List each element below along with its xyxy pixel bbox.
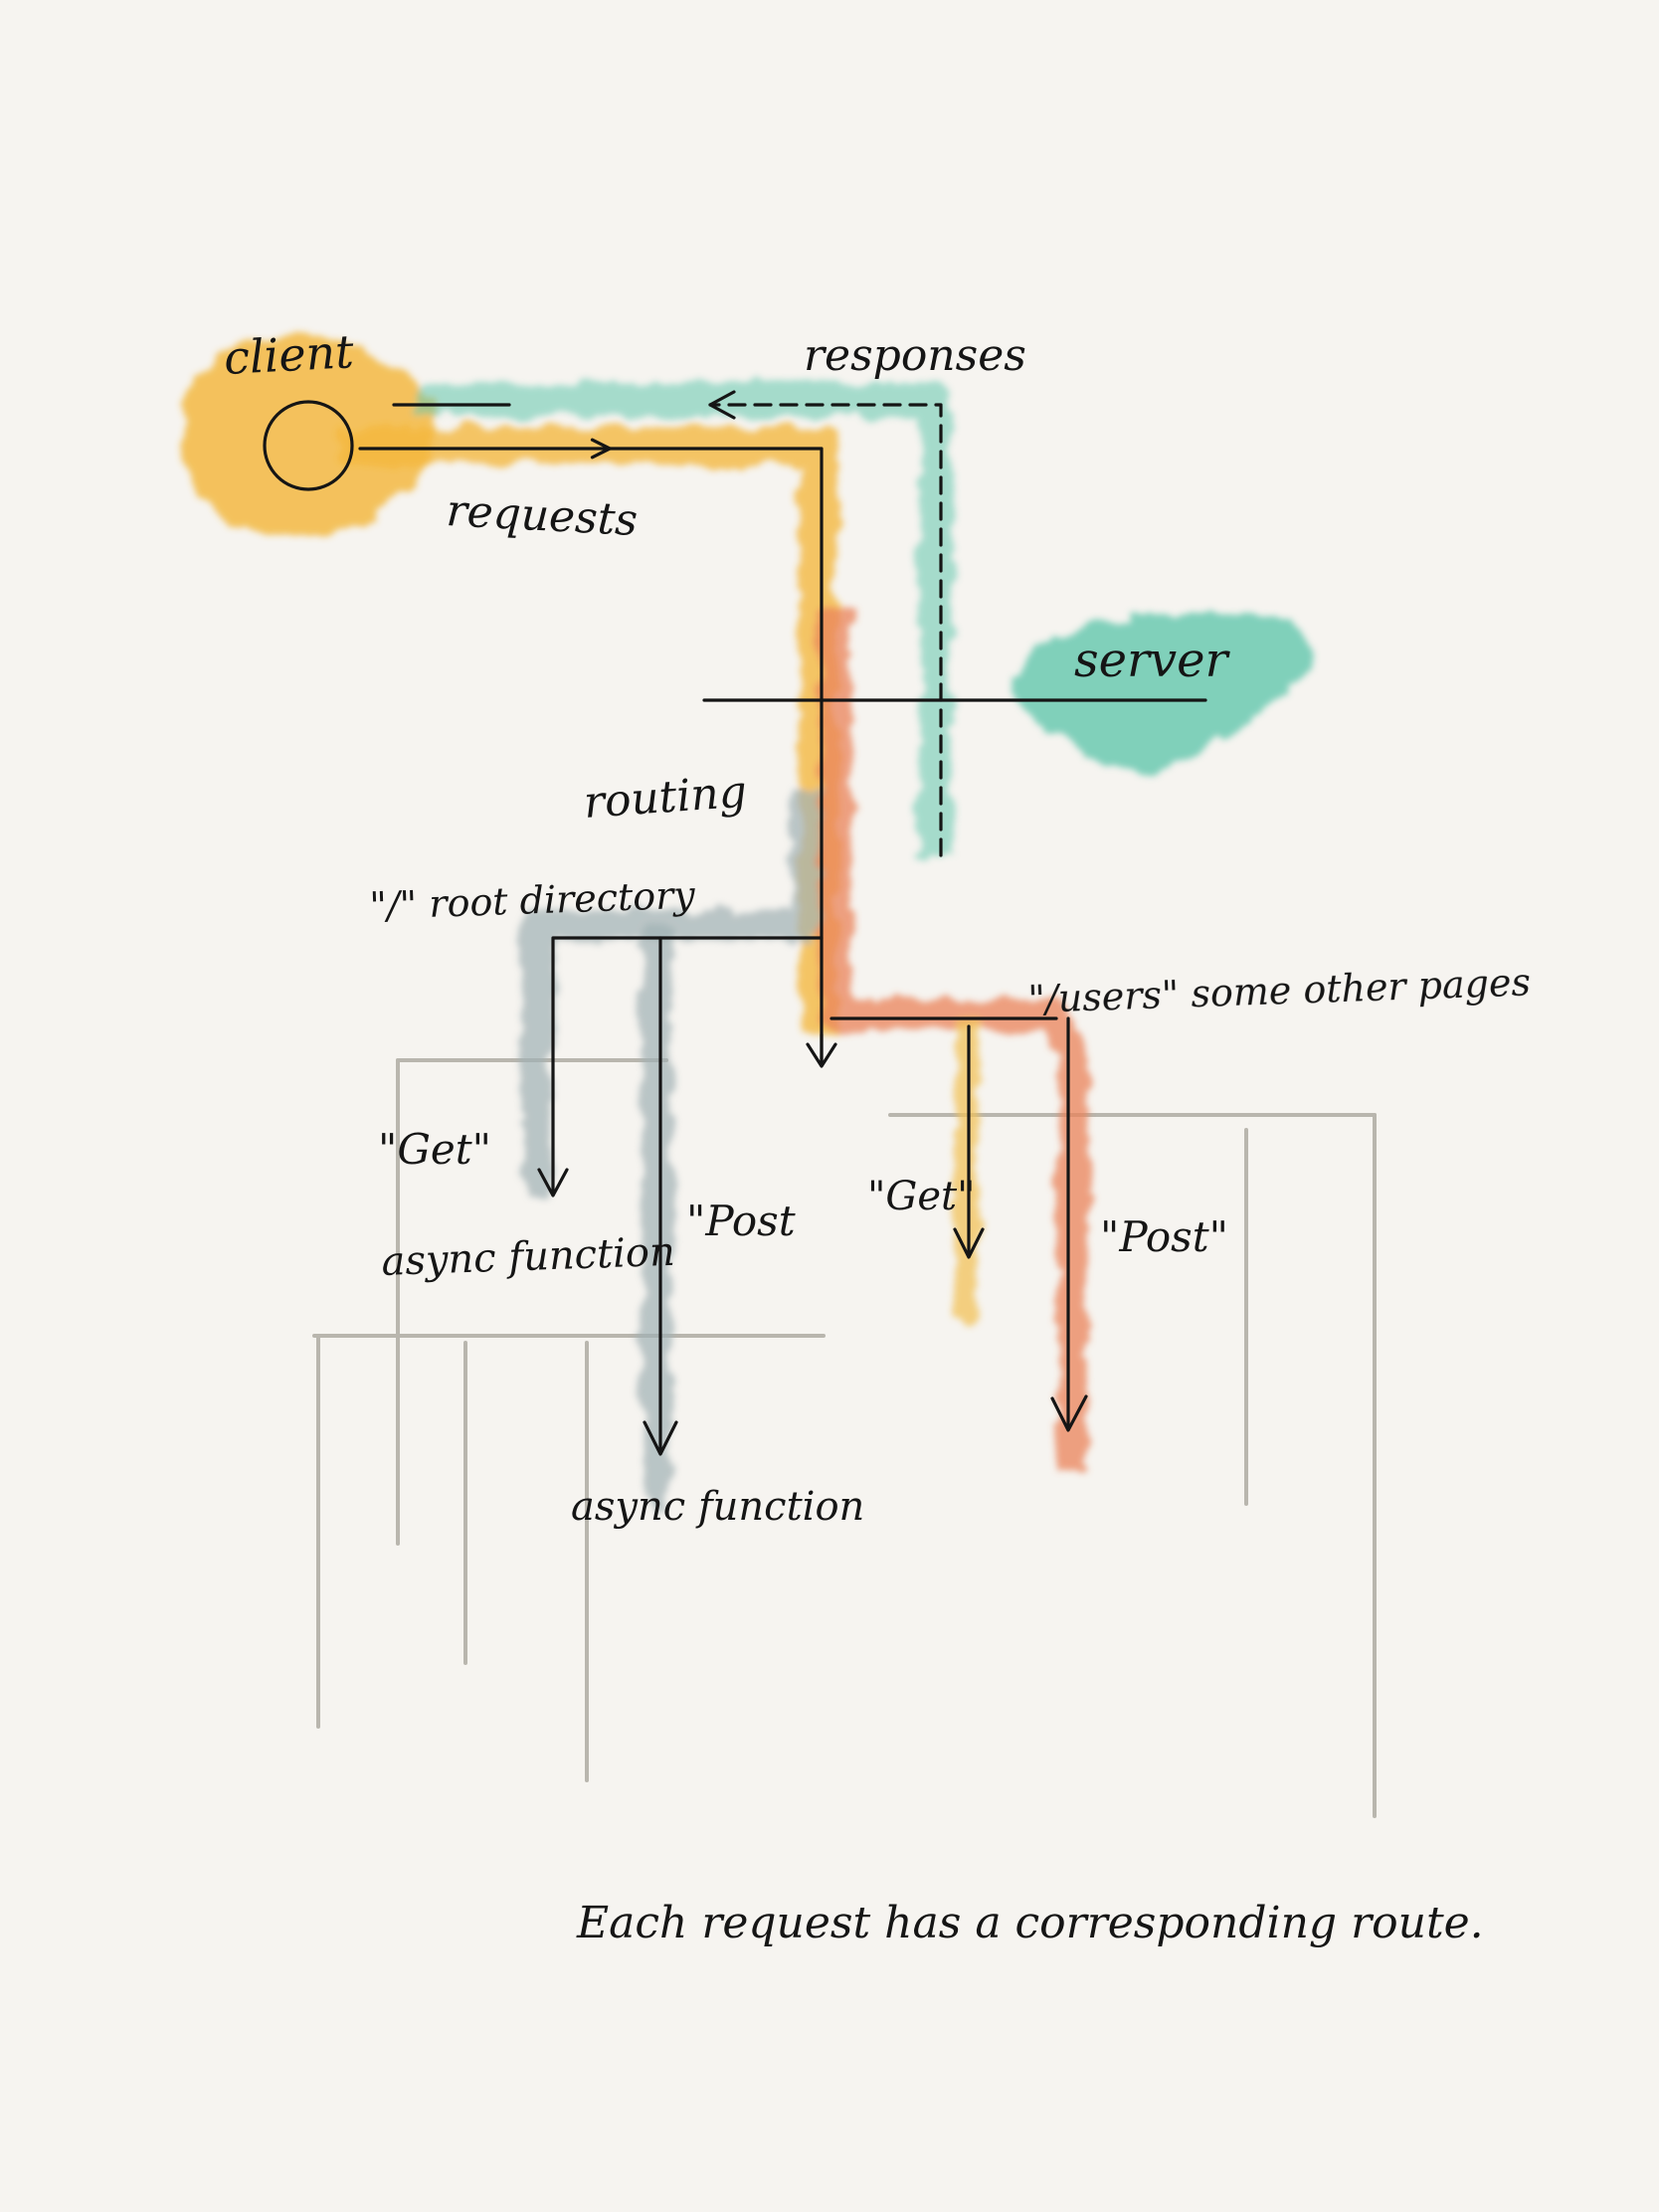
routing-down-arrow (806, 1032, 837, 1068)
watercolor-washes (180, 334, 1313, 1507)
responses-wash (418, 383, 952, 855)
labels: client responses requests server routing… (223, 324, 1532, 1948)
requests-label: requests (445, 485, 639, 546)
root-route-wash (522, 786, 823, 1199)
root-post-label: "Post (686, 1197, 796, 1245)
users-get-label: "Get" (867, 1174, 976, 1219)
users-route-label: "/users" some other pages (1027, 960, 1532, 1021)
caption: Each request has a corresponding route. (576, 1898, 1484, 1948)
users-post-arrowhead (1050, 1394, 1088, 1432)
users-post-label: "Post" (1100, 1212, 1228, 1261)
root-get-handler: async function (381, 1229, 676, 1285)
users-route-wash (820, 607, 1088, 1470)
root-post-arrowhead (643, 1420, 678, 1456)
responses-path (708, 403, 943, 857)
server-label: server (1074, 633, 1231, 688)
ink-lines (263, 390, 1207, 1456)
responses-label: responses (804, 330, 1026, 381)
root-route-line (551, 936, 824, 1196)
responses-arrowhead (708, 390, 736, 420)
guide-lines (312, 1058, 1377, 1818)
root-post-handler: async function (571, 1484, 864, 1530)
root-get-label: "Get" (378, 1125, 491, 1174)
server-wash (1015, 613, 1313, 774)
root-get-arrowhead (537, 1168, 569, 1198)
users-get-arrowhead (953, 1227, 985, 1259)
client-wash (180, 334, 434, 534)
client-node (263, 400, 354, 491)
client-label: client (223, 324, 356, 385)
routing-label: routing (582, 767, 748, 829)
requests-path (607, 447, 824, 1066)
